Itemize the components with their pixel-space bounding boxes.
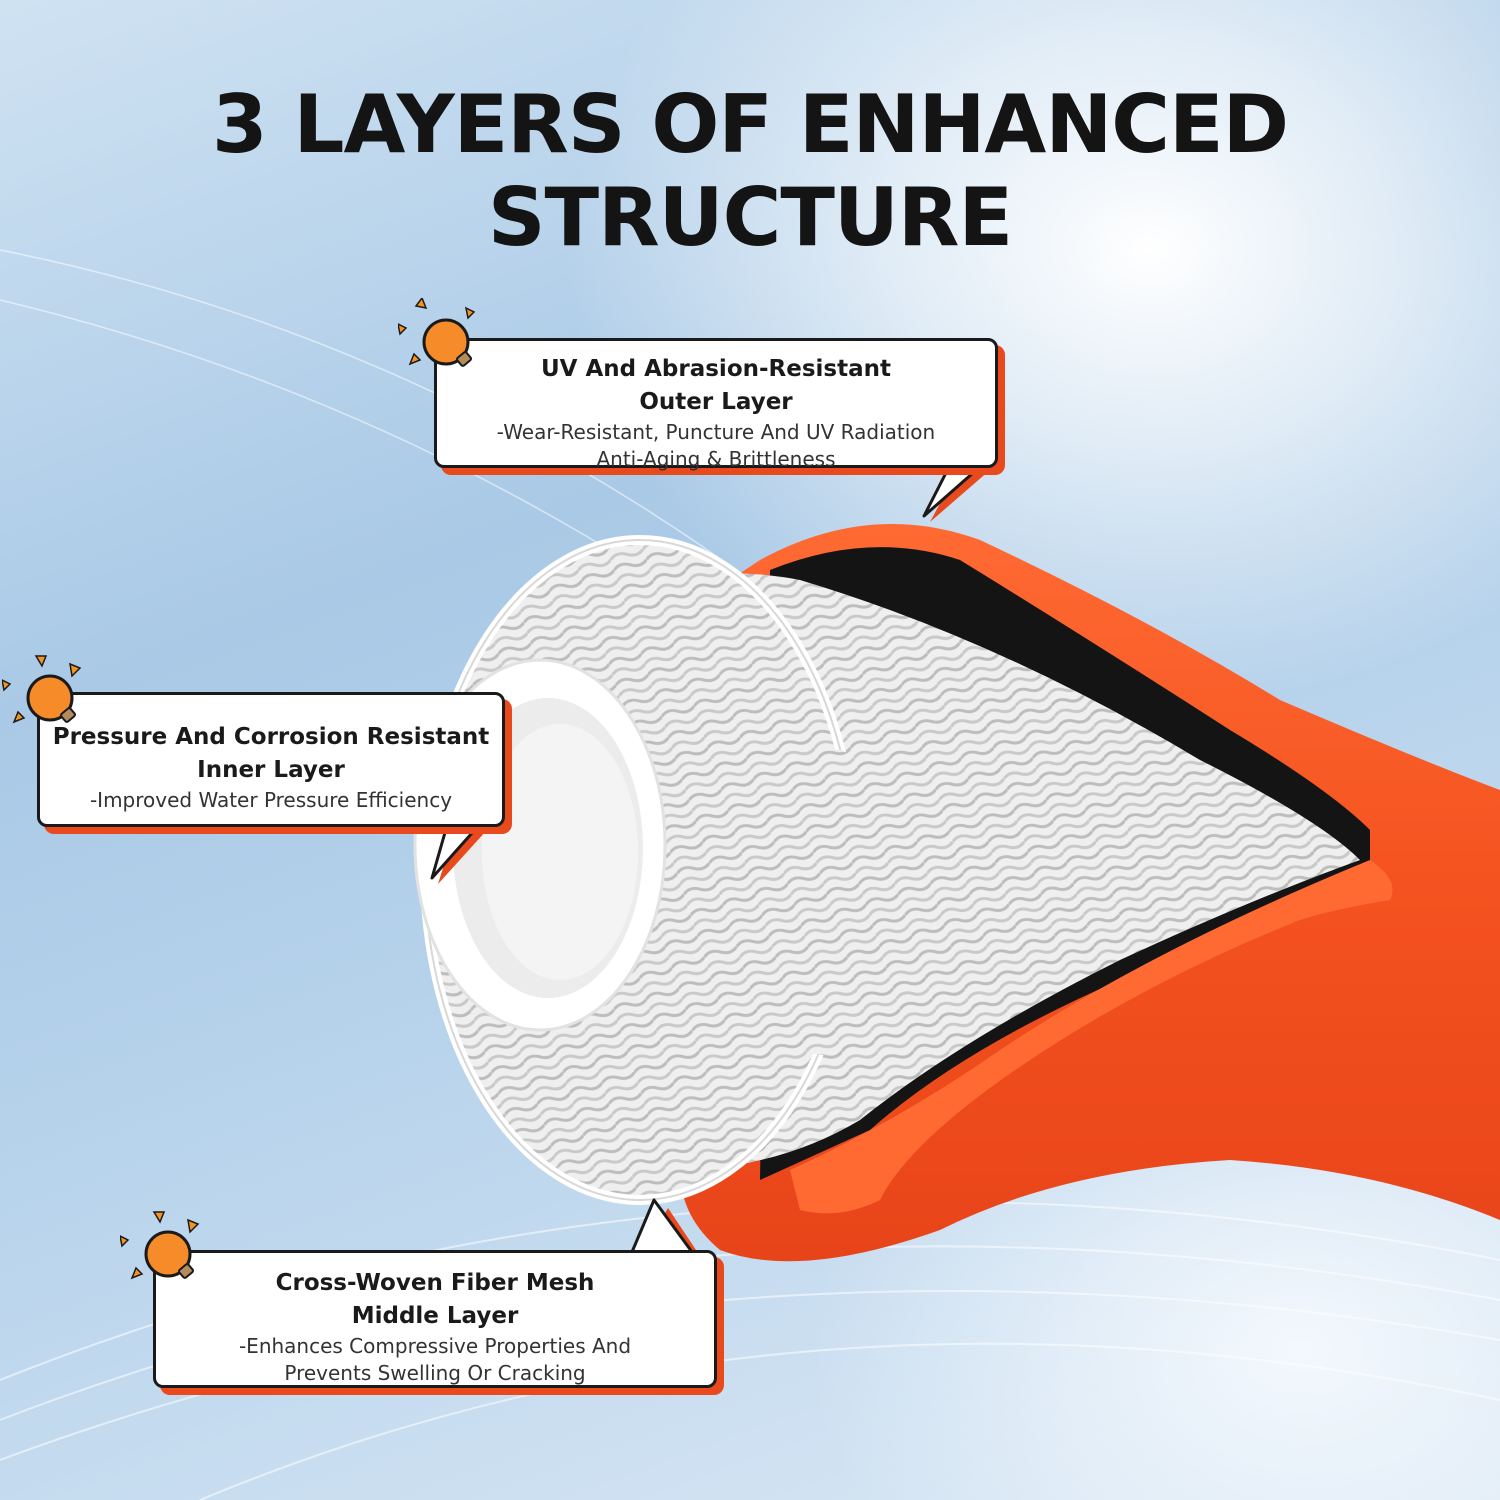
inner-layer-heading-2: Inner Layer	[197, 757, 345, 783]
page-title: 3 LAYERS OF ENHANCED STRUCTURE	[211, 78, 1289, 264]
callout-outer-layer: UV And Abrasion-Resistant Outer Layer -W…	[434, 338, 998, 471]
lightbulb-icon	[398, 298, 476, 367]
lightbulb-icon	[120, 1211, 200, 1280]
outer-layer-heading-1: UV And Abrasion-Resistant	[540, 356, 891, 382]
middle-layer-heading-2: Middle Layer	[351, 1303, 519, 1329]
callout-middle-layer: Cross-Woven Fiber Mesh Middle Layer -Enh…	[153, 1250, 717, 1388]
callout-inner-layer: Pressure And Corrosion Resistant Inner L…	[37, 692, 505, 827]
middle-layer-desc-1: -Enhances Compressive Properties And	[238, 1334, 632, 1358]
inner-layer-heading-1: Pressure And Corrosion Resistant	[52, 724, 490, 750]
middle-layer-desc-2: Prevents Swelling Or Cracking	[284, 1361, 586, 1385]
outer-layer-heading-2: Outer Layer	[639, 389, 793, 415]
outer-layer-desc-2: Anti-Aging & Brittleness	[596, 447, 836, 471]
inner-layer-desc-1: -Improved Water Pressure Efficiency	[89, 788, 453, 812]
outer-layer-desc-1: -Wear-Resistant, Puncture And UV Radiati…	[496, 420, 936, 444]
middle-layer-heading-1: Cross-Woven Fiber Mesh	[275, 1270, 595, 1296]
inner-layer	[413, 658, 883, 1060]
lightbulb-icon	[2, 655, 82, 724]
